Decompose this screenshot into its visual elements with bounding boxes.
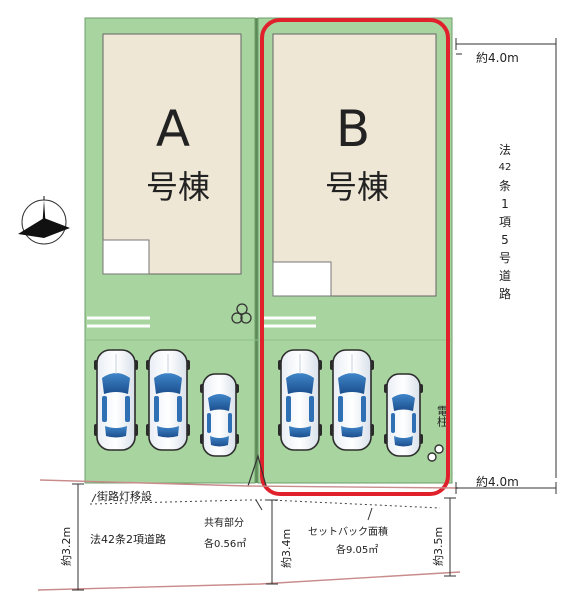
svg-text:42: 42 (499, 162, 512, 173)
setback-line (89, 499, 441, 509)
streetlight-label: 街路灯移設 (97, 489, 152, 503)
building-a-porch (102, 239, 150, 275)
svg-text:法: 法 (499, 143, 511, 157)
setback-leader (367, 507, 373, 521)
svg-text:1: 1 (501, 197, 509, 211)
dimension-south-mid (266, 499, 278, 585)
lot-b-name: 号棟 (325, 168, 389, 206)
lot-b-highlight (260, 18, 450, 496)
svg-text:号: 号 (499, 251, 511, 265)
car-icon (145, 349, 191, 451)
setback-title: セットバック面積 (308, 525, 388, 538)
dimension-east-bottom-label: 約4.0m (476, 474, 519, 489)
car-icon (329, 349, 375, 451)
svg-text:項: 項 (499, 215, 511, 229)
svg-text:路: 路 (499, 286, 511, 301)
lot-a-name: 号棟 (146, 168, 210, 206)
setback-area: 各9.05㎡ (336, 543, 378, 556)
svg-text:5: 5 (501, 233, 509, 247)
car-icon (277, 349, 323, 451)
streetlight-arrow (91, 493, 97, 503)
shared-leader (255, 499, 263, 511)
shared-title: 共有部分 (204, 516, 244, 529)
road-east-label: 法 42 条 1 項 5 号 道 路 (499, 143, 512, 301)
dimension-south-mid-label: 約3.4m (279, 529, 293, 568)
car-small-icon (383, 373, 424, 457)
fence-b (262, 316, 316, 328)
building-a (102, 33, 242, 275)
road-boundary-lower (37, 571, 461, 591)
streetlight-marker (247, 453, 267, 487)
dimension-south-left (72, 483, 84, 591)
svg-text:条: 条 (499, 179, 511, 193)
lot-b-letter: B (336, 100, 370, 158)
tree-icon (231, 303, 252, 324)
road-south-label: 法42条2項道路 (90, 532, 166, 546)
compass-north-icon (18, 196, 70, 245)
car-small-icon (199, 373, 240, 457)
lot-a-letter: A (156, 100, 190, 158)
svg-text:道: 道 (499, 269, 511, 283)
dimension-south-right (444, 497, 456, 577)
dimension-east-bottom (455, 482, 557, 494)
shared-area: 各0.56㎡ (204, 537, 246, 550)
building-b (272, 33, 437, 297)
car-icon (93, 349, 139, 451)
dimension-east-top-label: 約4.0m (476, 50, 519, 65)
dimension-south-right-label: 約3.5m (431, 527, 445, 566)
dimension-south-left-label: 約3.2m (59, 527, 73, 566)
pole-label: 電柱 (436, 405, 449, 428)
utility-pole-icon (427, 444, 444, 462)
dimension-east-top (455, 38, 557, 55)
building-b-porch (272, 261, 332, 297)
road-boundary-upper (39, 479, 459, 489)
fence-a (87, 316, 150, 328)
